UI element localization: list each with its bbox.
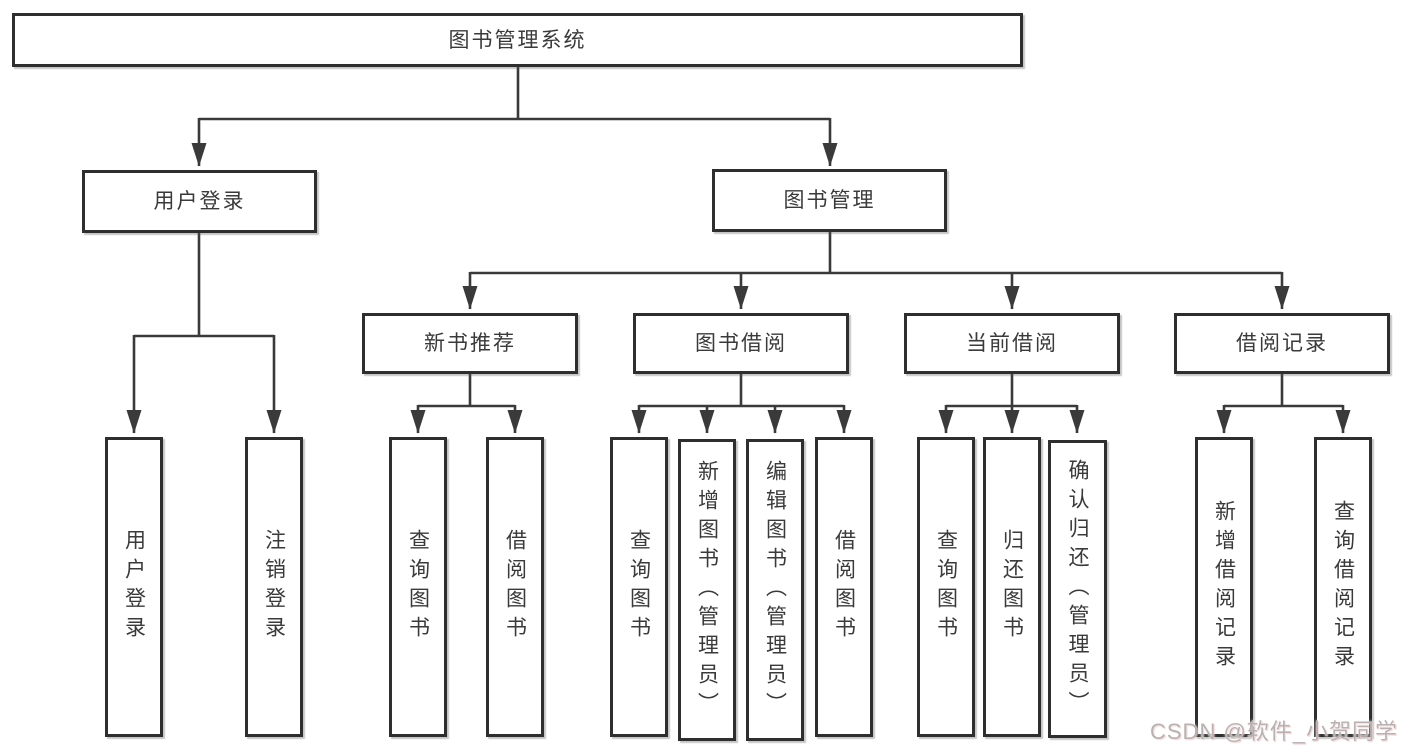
leaf-nbr-query-books: 查询图书 xyxy=(389,437,447,737)
node-current-borrowing: 当前借阅 xyxy=(904,313,1120,374)
csdn-watermark: CSDN @软件_小贺同学 xyxy=(1150,719,1399,744)
leaf-bb-edit-books-admin: 编辑图书（管理员） xyxy=(746,439,804,741)
leaf-bb-add-books-admin: 新增图书（管理员） xyxy=(678,439,736,741)
leaf-br-query-record: 查询借阅记录 xyxy=(1314,437,1372,737)
leaf-br-add-record: 新增借阅记录 xyxy=(1195,437,1253,737)
leaf-user-login: 用户登录 xyxy=(105,437,163,737)
leaf-cb-confirm-return-admin: 确认归还（管理员） xyxy=(1048,440,1107,738)
leaf-logout: 注销登录 xyxy=(245,437,303,737)
leaf-nbr-borrow-books: 借阅图书 xyxy=(486,437,544,737)
node-book-borrowing: 图书借阅 xyxy=(633,313,849,374)
node-new-book-recommendation: 新书推荐 xyxy=(362,313,578,374)
node-library-system-root: 图书管理系统 xyxy=(12,13,1023,67)
node-user-login-module: 用户登录 xyxy=(82,170,317,233)
leaf-bb-borrow-books: 借阅图书 xyxy=(815,437,873,737)
leaf-cb-query-books: 查询图书 xyxy=(917,437,975,737)
node-book-management-module: 图书管理 xyxy=(712,169,947,232)
leaf-cb-return-books: 归还图书 xyxy=(983,437,1041,737)
node-borrowing-records: 借阅记录 xyxy=(1174,313,1390,374)
leaf-bb-query-books: 查询图书 xyxy=(610,437,668,737)
